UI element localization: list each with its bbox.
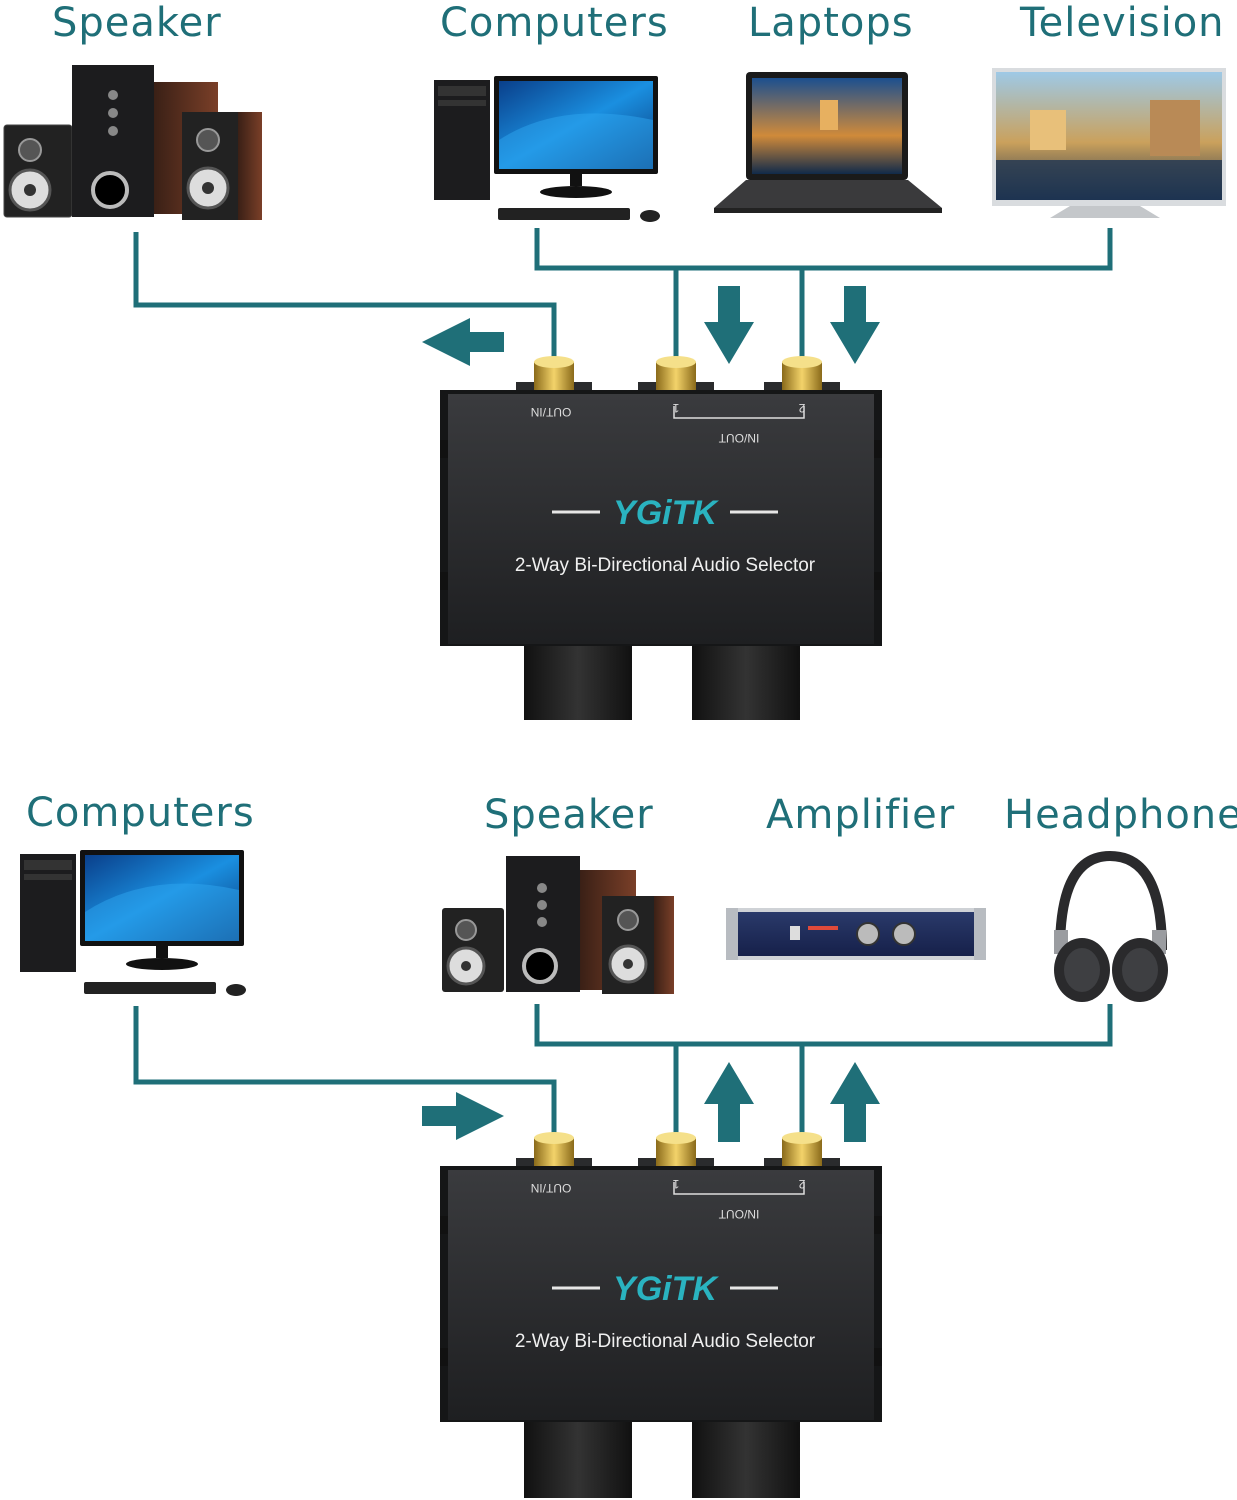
connector-lines-top	[133, 228, 1113, 362]
laptop-icon	[714, 72, 942, 213]
arrow-right-icon	[422, 1092, 504, 1140]
selector-knob-right	[692, 1422, 800, 1498]
device-subtitle: 2-Way Bi-Directional Audio Selector	[515, 1331, 816, 1352]
brand-logo: YGiTK	[613, 494, 719, 532]
rca-jack-2	[764, 356, 840, 394]
port-label-in-out: IN/OUT	[718, 431, 759, 445]
arrow-left-icon	[422, 318, 504, 366]
port-label-out-in: OUT/IN	[531, 1181, 572, 1195]
label-computers-top: Computers	[440, 0, 669, 46]
port-label-out-in: OUT/IN	[531, 405, 572, 419]
speaker-icon	[3, 65, 262, 220]
label-amplifier-bottom: Amplifier	[766, 792, 956, 838]
port-label-1: 1	[672, 1177, 679, 1191]
label-headphone-bottom: Headphone	[1004, 792, 1237, 838]
headphone-icon	[1054, 850, 1168, 1002]
label-computers-bottom: Computers	[26, 790, 255, 836]
speaker-icon	[442, 856, 674, 994]
rca-jack-2	[764, 1132, 840, 1170]
rca-jack-1	[638, 1132, 714, 1170]
rca-jack-1	[638, 356, 714, 394]
television-icon	[992, 68, 1226, 218]
label-laptops-top: Laptops	[748, 0, 914, 46]
label-speaker-bottom: Speaker	[484, 792, 654, 838]
computer-icon	[20, 850, 246, 996]
arrow-down-icon	[704, 286, 754, 364]
selector-knob-right	[692, 646, 800, 720]
computer-icon	[434, 76, 660, 222]
device-subtitle: 2-Way Bi-Directional Audio Selector	[515, 555, 816, 576]
audio-selector-device-top: OUT/IN 1 2 IN/OUT YGiTK 2-Way Bi-Directi…	[440, 356, 882, 720]
arrow-down-icon	[830, 286, 880, 364]
port-label-1: 1	[672, 401, 679, 415]
selector-knob-left	[524, 646, 632, 720]
brand-logo: YGiTK	[613, 1270, 719, 1308]
audio-selector-device-bottom: OUT/IN 1 2 IN/OUT YGiTK 2-Way Bi-Directi…	[440, 1132, 882, 1498]
label-speaker-top: Speaker	[52, 0, 222, 46]
port-label-2: 2	[798, 401, 805, 415]
rca-jack-out-in	[516, 356, 592, 394]
rca-jack-out-in	[516, 1132, 592, 1170]
connector-lines-bottom	[133, 1004, 1113, 1138]
port-label-2: 2	[798, 1177, 805, 1191]
selector-knob-left	[524, 1422, 632, 1498]
arrow-up-icon	[830, 1062, 880, 1142]
arrow-up-icon	[704, 1062, 754, 1142]
port-label-in-out: IN/OUT	[718, 1207, 759, 1221]
amplifier-icon	[726, 908, 986, 960]
label-television-top: Television	[1020, 0, 1225, 46]
